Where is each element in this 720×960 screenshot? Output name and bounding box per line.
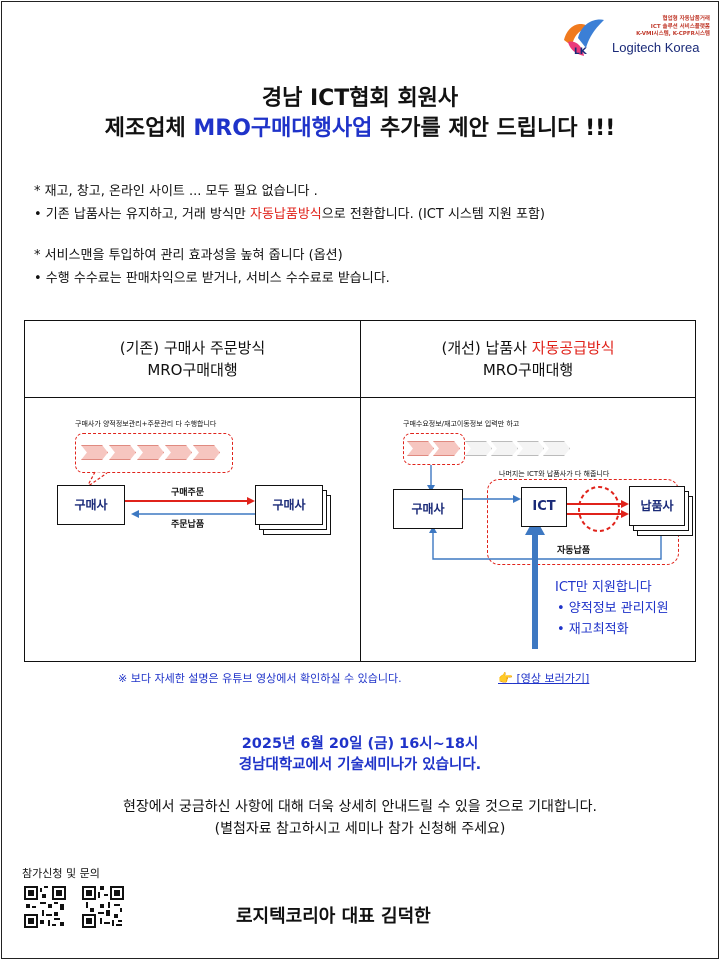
ict-support-list: ICT만 지원합니다 • 양적정보 관리지원 • 재고최적화 xyxy=(555,577,669,640)
comparison-column-improved: (개선) 납품사 자동공급방식 MRO구매대행 구매수요정보/재고이동정보 입력… xyxy=(361,321,695,661)
signature: 로지텍코리아 대표 김덕한 xyxy=(236,906,431,927)
event-description: 경남대학교에서 기술세미나가 있습니다. xyxy=(238,757,482,773)
order-arrow-label: 구매주문 xyxy=(171,488,205,498)
existing-flow-diagram xyxy=(86,471,255,518)
ict-supplier-arrow-head xyxy=(621,500,629,508)
process-group xyxy=(403,433,465,465)
closing-line: 현장에서 궁금하신 사항에 대해 더욱 상세히 안내드릴 수 있을 것으로 기대… xyxy=(123,799,597,815)
integration-highlight xyxy=(578,486,620,532)
auto-delivery-label: 자동납품 xyxy=(557,546,591,556)
support-arrow-shaft xyxy=(532,533,538,649)
event-date: 2025년 6월 20일 (금) 16시~18시 xyxy=(241,736,479,752)
logo-tagline-line: ICT 솔루션 서비스플랫폼 xyxy=(650,23,710,30)
input-arrow-head xyxy=(427,485,435,492)
diagram-note: 나머지는 ICT와 납품사가 다 해줍니다 xyxy=(499,470,610,478)
bullet-highlight: 자동납품방식 xyxy=(250,207,322,222)
video-link[interactable]: 👉 [영상 보러가기] xyxy=(498,670,589,686)
diagram-note: 구매사가 양적정보관리+주문관리 다 수행합니다 xyxy=(75,420,217,428)
column-title: (개선) 납품사 자동공급방식 xyxy=(361,337,695,359)
ict-support-item: • 양적정보 관리지원 xyxy=(557,601,669,616)
delivery-arrow-head xyxy=(131,510,139,518)
column-title-prefix: (개선) 납품사 xyxy=(441,339,532,357)
ict-support-heading: ICT만 지원합니다 xyxy=(555,580,652,595)
contact-label: 참가신청 및 문의 xyxy=(22,867,100,880)
comparison-table: (기존) 구매사 주문방식 MRO구매대행 구매사가 양적정보관리+주문관리 다… xyxy=(24,320,696,662)
improved-flow-diagram xyxy=(427,465,662,649)
intro-bullets: * 재고, 창고, 온라인 사이트 ... 모두 필요 없습니다 . • 기존 … xyxy=(34,180,545,290)
column-title: (기존) 구매사 주문방식 xyxy=(119,339,266,357)
logo-tagline: 협업형 자동납품거래 ICT 솔루션 서비스플랫폼 K-VMI시스템, K-CP… xyxy=(596,16,710,39)
bullet-item: • 수행 수수료는 판매차익으로 받거나, 서비스 수수료로 받습니다. xyxy=(34,271,390,286)
closing-line: (별첨자료 참고하시고 세미나 참가 신청해 주세요) xyxy=(214,821,506,837)
column-header-existing: (기존) 구매사 주문방식 MRO구매대행 xyxy=(25,321,360,398)
page-title-line2: 제조업체 MRO구매대행사업 추가를 제안 드립니다 !!! xyxy=(0,110,720,142)
column-title-highlight: 자동공급방식 xyxy=(531,339,615,357)
bullet-item: • 기존 납품사는 유지하고, 거래 방식만 자동납품방식으로 전환합니다. (… xyxy=(34,203,545,226)
logo-mark-icon: LK xyxy=(564,19,604,57)
logo-mark-text: LK xyxy=(574,47,588,57)
bullet-text: 으로 전환합니다. (ICT 시스템 지원 포함) xyxy=(321,207,545,222)
logo-tagline-line: 협업형 자동납품거래 xyxy=(662,16,710,22)
bullet-text: • 기존 납품사는 유지하고, 거래 방식만 xyxy=(34,207,250,222)
column-subtitle: MRO구매대행 xyxy=(482,361,574,379)
pointing-hand-icon: 👉 xyxy=(498,671,513,685)
order-arrow-head xyxy=(247,497,255,505)
page-title-line1: 경남 ICT협회 회원사 xyxy=(261,86,459,111)
delivery-arrow-label: 주문납품 xyxy=(171,520,205,530)
logo-name: Logitech Korea xyxy=(612,40,700,55)
logo-tagline-line: K-VMI시스템, K-CPFR시스템 xyxy=(636,31,710,37)
process-group xyxy=(75,433,233,473)
ict-box: ICT xyxy=(521,487,567,527)
column-header-improved: (개선) 납품사 자동공급방식 MRO구매대행 xyxy=(361,321,695,398)
column-subtitle: MRO구매대행 xyxy=(147,361,238,379)
auto-delivery-arrow xyxy=(432,527,662,560)
title-highlight: MRO구매대행사업 xyxy=(193,116,373,141)
qr-code-inquiry[interactable] xyxy=(82,886,124,928)
supplier-box: 납품사 xyxy=(629,486,685,526)
auto-delivery-arrow-head xyxy=(429,526,437,533)
bullet-item: * 서비스맨을 투입하여 관리 효과성을 높혀 줍니다 (옵션) xyxy=(34,248,343,263)
buyer-ict-arrow-head xyxy=(513,495,521,503)
title-suffix: 추가를 제안 드립니다 !!! xyxy=(372,116,616,141)
video-link-label[interactable]: [영상 보러가기] xyxy=(516,672,590,685)
buyer-box: 구매사 xyxy=(57,485,125,525)
ict-support-item: • 재고최적화 xyxy=(557,622,629,637)
comparison-column-existing: (기존) 구매사 주문방식 MRO구매대행 구매사가 양적정보관리+주문관리 다… xyxy=(25,321,361,661)
bullet-item: * 재고, 창고, 온라인 사이트 ... 모두 필요 없습니다 . xyxy=(34,184,318,199)
supplier-box: 구매사 xyxy=(255,485,323,525)
company-logo: LK 협업형 자동납품거래 ICT 솔루션 서비스플랫폼 K-VMI시스템, K… xyxy=(560,12,710,58)
title-prefix: 제조업체 xyxy=(104,116,194,141)
video-reference-text: ※ 보다 자세한 설명은 유튜브 영상에서 확인하실 수 있습니다. xyxy=(118,672,402,685)
ict-supplier-arrow-head-2 xyxy=(621,510,629,518)
qr-code-registration[interactable] xyxy=(24,886,66,928)
diagram-note: 구매수요정보/재고이동정보 입력만 하고 xyxy=(403,420,520,428)
buyer-box: 구매사 xyxy=(393,489,463,529)
